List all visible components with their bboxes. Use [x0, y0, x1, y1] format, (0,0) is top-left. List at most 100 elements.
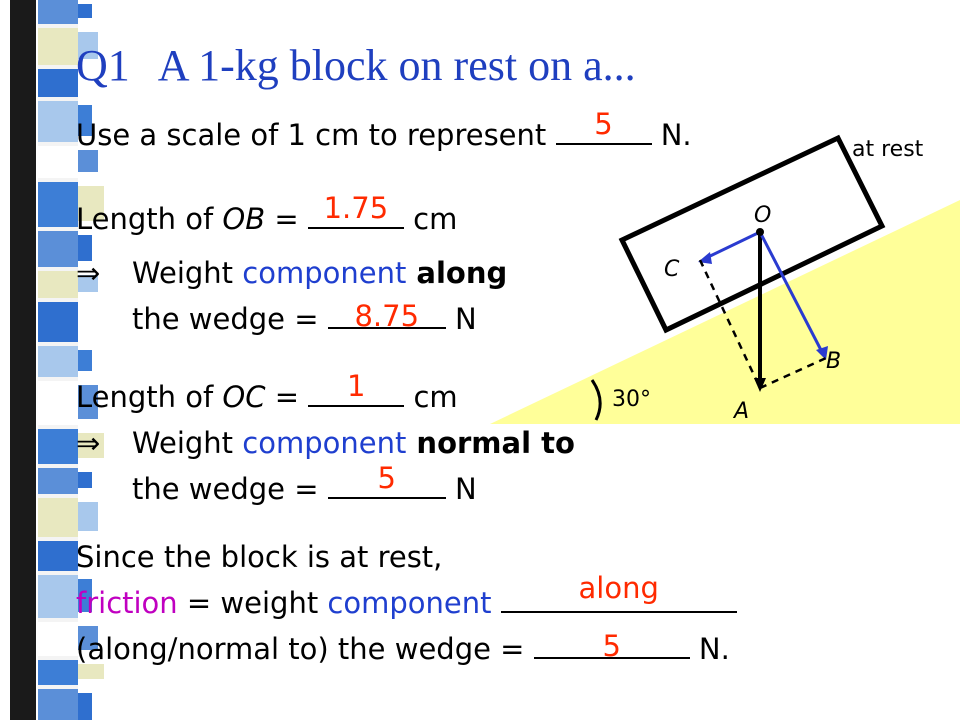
strip-block: [78, 306, 104, 336]
strip-block: [38, 429, 78, 464]
strip-block: [78, 32, 98, 59]
oc-answer: 1: [347, 369, 366, 403]
normal-keyword: normal to: [406, 426, 575, 460]
normal-wedge-prefix: the wedge =: [132, 472, 328, 506]
normal-suffix: N: [454, 472, 477, 506]
along-weight: Weight: [132, 256, 243, 290]
strip-block: [78, 579, 92, 612]
ob-arrowhead: [816, 346, 828, 360]
strip-block: [38, 0, 78, 24]
at-rest-label: at rest: [852, 137, 924, 162]
oc-var: OC: [222, 380, 266, 414]
strip-block: [78, 186, 104, 221]
strip-block: [78, 472, 92, 488]
strip-block: [38, 346, 78, 377]
strip-block: [78, 4, 92, 18]
along-keyword: along: [406, 256, 508, 290]
implies-icon: ⇒: [76, 256, 101, 290]
friction-answer: 5: [602, 629, 621, 663]
strip-block: [78, 502, 98, 531]
ob-length-line: Length of OB = 1.75 cm: [76, 191, 458, 236]
scale-line: Use a scale of 1 cm to represent 5 N.: [76, 107, 692, 152]
question-number: Q1: [76, 41, 130, 90]
point-o: [756, 228, 764, 236]
strip-block: [78, 545, 104, 565]
strip-block: [78, 105, 92, 136]
normal-answer: 5: [377, 461, 396, 495]
strip-block: [38, 381, 78, 425]
friction-suffix: N.: [698, 632, 730, 666]
conclusion-component: component: [327, 586, 492, 620]
friction-word: friction: [76, 586, 178, 620]
weight-word: = weight: [177, 586, 328, 620]
normal-line-1: ⇒ Weight component normal to: [76, 426, 575, 460]
scale-prefix: Use a scale of 1 cm to represent: [76, 118, 547, 152]
dashed-ca: [698, 259, 762, 389]
strip-block: [78, 150, 98, 172]
along-line-1: ⇒ Weight component along: [76, 256, 507, 290]
strip-block: [78, 693, 92, 720]
along-line-2: the wedge = 8.75 N: [132, 299, 477, 336]
along-suffix: N: [454, 302, 477, 336]
strip-block: [38, 271, 78, 298]
strip-block: [78, 433, 104, 458]
normal-line-2: the wedge = 5 N: [132, 461, 477, 506]
strip-block: [78, 275, 98, 292]
ob-var: OB: [222, 202, 266, 236]
strip-block: [38, 101, 78, 142]
strip-block: [78, 235, 92, 261]
component-oc: [705, 230, 761, 260]
strip-block: [38, 468, 78, 494]
strip-block: [78, 664, 104, 679]
ob-answer: 1.75: [323, 191, 389, 225]
implies-icon: ⇒: [76, 426, 101, 460]
strip-block: [38, 689, 78, 720]
conclusion-line-2: friction = weight component along: [76, 571, 737, 620]
strip-block: [38, 28, 78, 65]
strip-block: [38, 69, 78, 97]
conclusion-line-3: (along/normal to) the wedge = 5 N.: [76, 629, 730, 666]
block: [618, 134, 886, 334]
component-ob: [758, 231, 824, 353]
strip-block: [78, 350, 92, 371]
strip-block: [38, 541, 78, 571]
oc-blank: 1: [308, 369, 405, 407]
ob-equals: =: [265, 202, 308, 236]
scale-suffix: N.: [660, 118, 692, 152]
angle-label: 30°: [612, 387, 651, 412]
strip-block: [78, 385, 98, 419]
oc-equals: =: [265, 380, 309, 414]
oc-length-line: Length of OC = 1 cm: [76, 369, 458, 414]
strip-block: [38, 146, 78, 178]
oc-suffix: cm: [413, 380, 458, 414]
strip-block: [38, 231, 78, 267]
strip-block: [38, 302, 78, 342]
incline-diagram: at rest O C B A 30°: [490, 134, 960, 424]
label-b: B: [826, 349, 841, 374]
strip-block: [78, 626, 98, 650]
along-blank: 8.75: [327, 299, 446, 333]
normal-weight: Weight: [132, 426, 243, 460]
label-c: C: [664, 257, 680, 282]
along-component: component: [242, 256, 407, 290]
wedge-equals: (along/normal to) the wedge =: [76, 632, 534, 666]
scale-answer: 5: [594, 107, 613, 141]
ob-prefix: Length of: [76, 202, 223, 236]
label-a: A: [732, 399, 749, 424]
strip-block: [78, 73, 104, 91]
strip-block: [38, 575, 78, 618]
along-wedge-prefix: the wedge =: [132, 302, 328, 336]
normal-component: component: [242, 426, 407, 460]
scale-blank: 5: [555, 107, 652, 145]
along-normal-answer: along: [578, 571, 659, 605]
decorative-strip: [0, 0, 110, 720]
ob-blank: 1.75: [307, 191, 404, 229]
label-o: O: [754, 203, 771, 228]
friction-blank: 5: [533, 629, 690, 663]
angle-arc: [590, 379, 602, 421]
strip-block: [38, 660, 78, 685]
ob-suffix: cm: [413, 202, 458, 236]
along-normal-blank: along: [500, 571, 737, 613]
along-answer: 8.75: [354, 299, 420, 333]
